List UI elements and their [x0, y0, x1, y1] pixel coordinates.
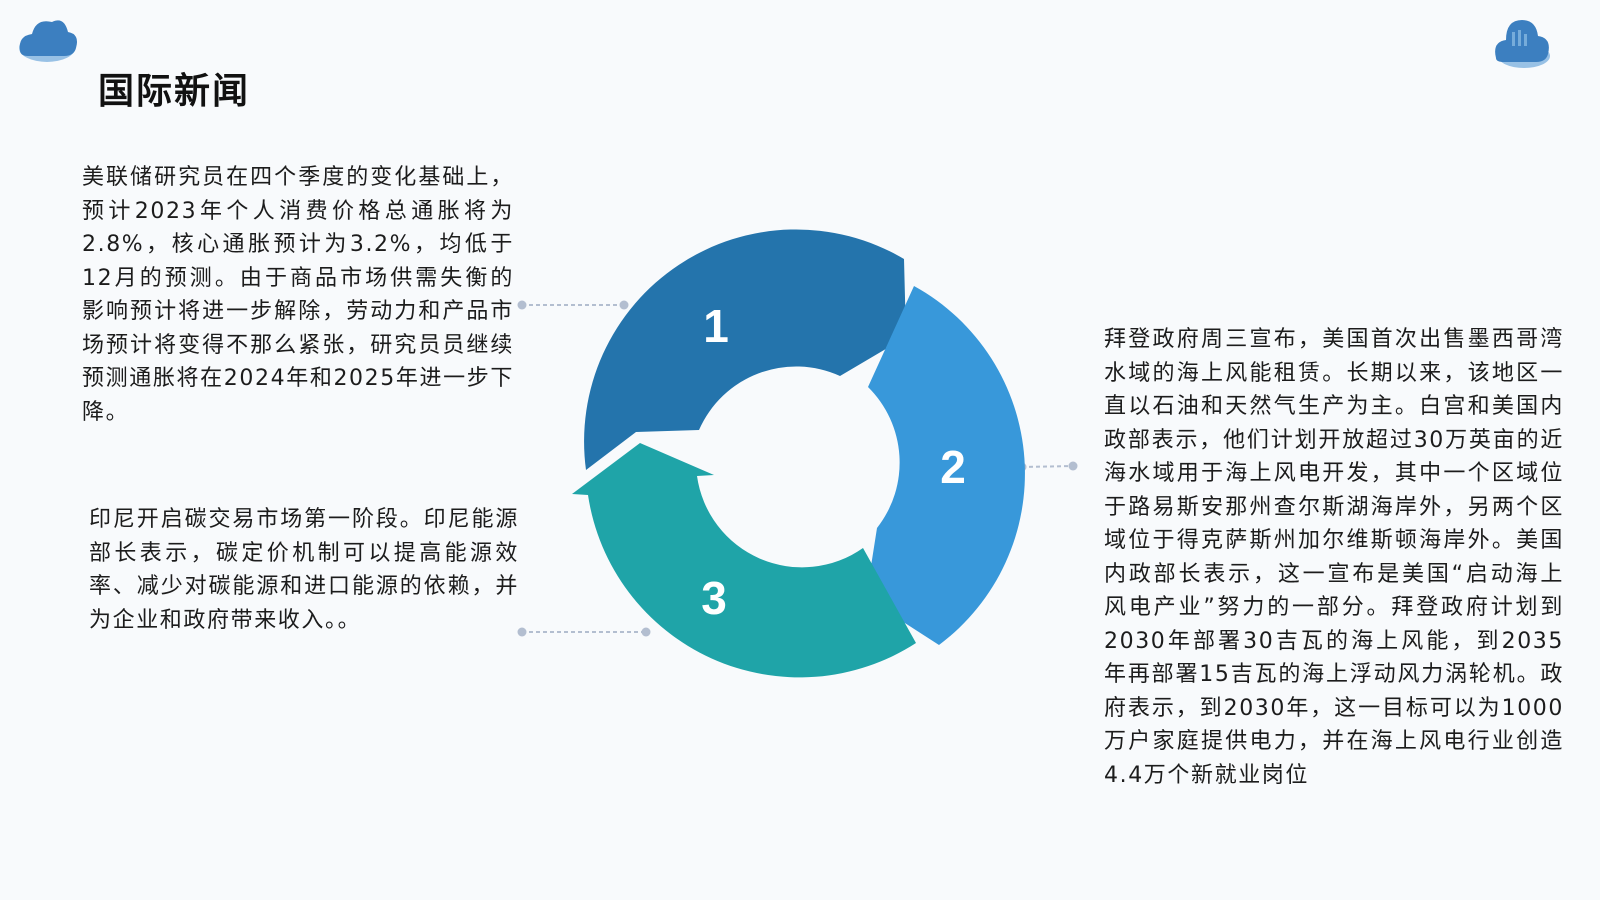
cycle-label-2: 2 — [940, 441, 966, 493]
cycle-segment-3-arrow — [572, 443, 916, 678]
news-text-1: 美联储研究员在四个季度的变化基础上，预计2023年个人消费价格总通胀将为2.8%… — [82, 165, 514, 425]
cycle-label-1: 1 — [703, 300, 729, 352]
news-text-3: 拜登政府周三宣布，美国首次出售墨西哥湾水域的海上风能租赁。长期以来，该地区一直以… — [1104, 327, 1564, 788]
connector-2 — [1017, 461, 1078, 472]
news-text-2: 印尼开启碳交易市场第一阶段。印尼能源部长表示，碳定价机制可以提高能源效率、减少对… — [89, 507, 519, 633]
cycle-label-3: 3 — [701, 572, 727, 624]
cycle-segment-2-arrow — [866, 286, 1025, 645]
cloud-decoration-right — [1495, 20, 1550, 68]
cloud-decoration-left — [19, 20, 77, 62]
connector-3 — [517, 627, 651, 637]
connector-1 — [517, 300, 629, 310]
cycle-segment-1-arrow — [584, 229, 906, 470]
page-title: 国际新闻 — [98, 71, 251, 112]
